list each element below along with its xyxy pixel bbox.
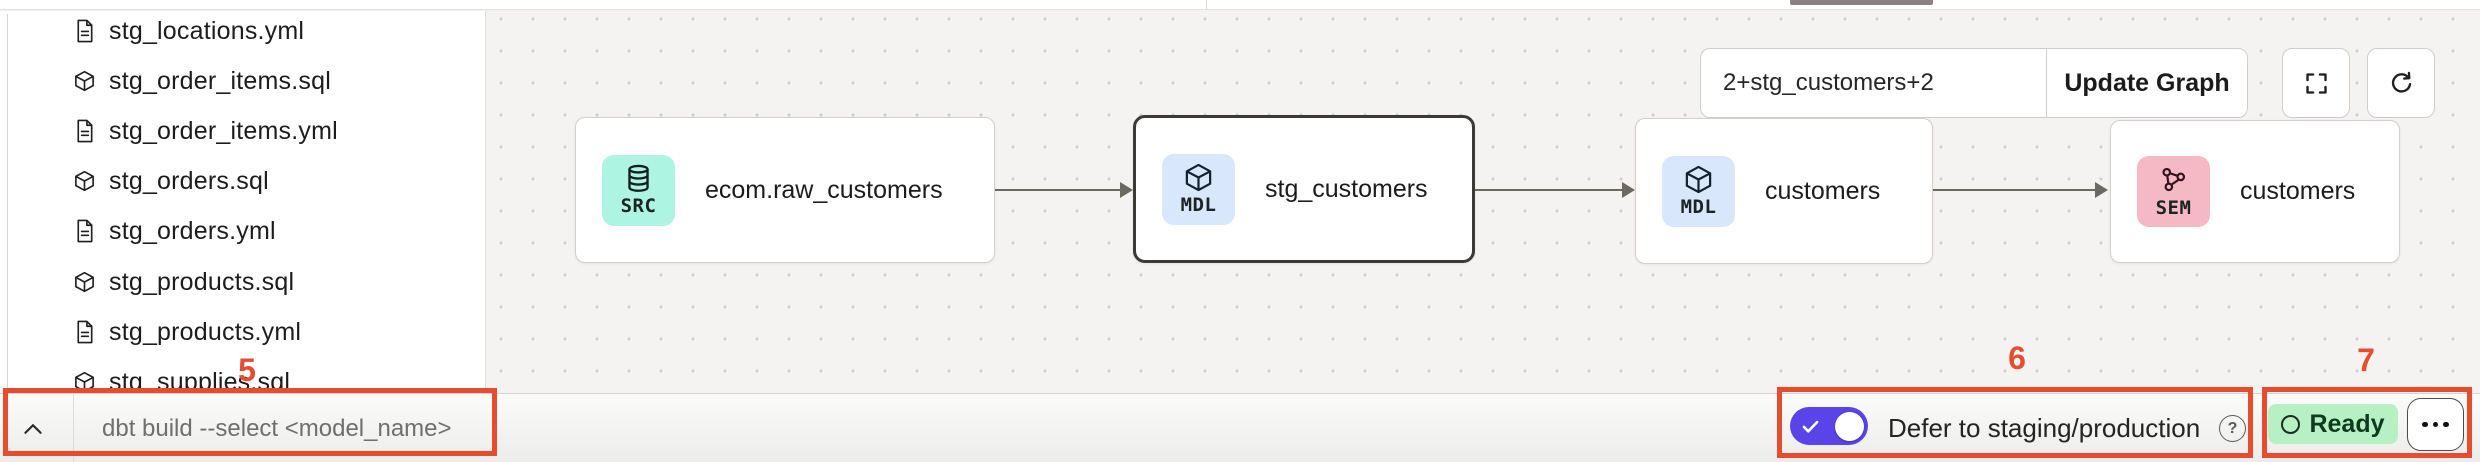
refresh-icon [2391, 71, 2411, 93]
lineage-node-source-raw-customers[interactable]: SRC ecom.raw_customers [575, 117, 995, 263]
file-name: stg_orders.yml [109, 216, 276, 245]
cube-icon [75, 371, 94, 393]
file-row-stg-order-items-sql[interactable]: stg_order_items.sql [0, 56, 485, 106]
file-row-stg-orders-yml[interactable]: stg_orders.yml [0, 206, 485, 256]
command-bar: Defer to staging/production ? Ready [0, 393, 2480, 462]
status-label: Ready [2309, 409, 2385, 438]
file-name: stg_locations.yml [109, 16, 305, 45]
lineage-node-stg-customers[interactable]: MDL stg_customers [1133, 115, 1475, 263]
top-toolbar-edge [0, 0, 2480, 10]
refresh-button[interactable] [2367, 48, 2435, 118]
help-glyph: ? [2227, 419, 2238, 437]
file-row-stg-products-sql[interactable]: stg_products.sql [0, 257, 485, 307]
file-name: stg_supplies.sql [109, 367, 291, 394]
node-label: customers [1765, 176, 1881, 205]
cube-icon [1685, 165, 1712, 194]
selector-input-wrap [1701, 49, 2046, 117]
fullscreen-icon [2305, 72, 2327, 94]
panel-left-edge [7, 14, 8, 393]
edge-arrowhead [1622, 181, 1635, 198]
ellipsis-icon [2422, 421, 2449, 428]
file-name: stg_order_items.sql [109, 66, 331, 95]
node-label: stg_customers [1265, 174, 1428, 203]
badge-label: SRC [620, 195, 657, 217]
file-row-stg-products-yml[interactable]: stg_products.yml [0, 307, 485, 357]
more-options-button[interactable] [2407, 398, 2464, 451]
cube-icon [1185, 163, 1212, 192]
file-name: stg_products.sql [109, 267, 295, 296]
file-name: stg_products.yml [109, 317, 302, 346]
command-bar-divider [73, 394, 74, 462]
document-icon [77, 19, 93, 43]
file-row-stg-supplies-sql[interactable]: stg_supplies.sql [0, 357, 485, 393]
file-row-stg-orders-sql[interactable]: stg_orders.sql [0, 156, 485, 206]
source-badge: SRC [602, 154, 675, 226]
badge-label: MDL [1180, 194, 1217, 216]
dbt-command-input[interactable] [102, 414, 1002, 443]
database-icon [628, 164, 649, 192]
badge-label: SEM [2155, 196, 2192, 219]
lineage-selector-input[interactable] [1723, 69, 2046, 97]
active-tab-indicator [1790, 0, 1933, 5]
document-icon [77, 219, 93, 243]
lineage-selector-group: Update Graph [1700, 48, 2248, 118]
document-icon [77, 320, 93, 344]
toggle-knob [1835, 411, 1864, 441]
edge-arrowhead [2095, 181, 2108, 198]
edge-customers-to-sem [1933, 189, 2096, 191]
cube-icon [75, 70, 94, 92]
circle-icon [2281, 414, 2301, 434]
edge-stg-to-customers [1475, 189, 1624, 191]
badge-label: MDL [1680, 196, 1717, 218]
file-row-stg-locations-yml[interactable]: stg_locations.yml [0, 11, 485, 56]
file-tree-panel: stg_locations.yml stg_order_items.sql st… [0, 11, 486, 393]
check-icon [1802, 420, 1819, 433]
node-label: customers [2240, 177, 2356, 205]
command-input-wrap [102, 394, 1002, 462]
semantic-model-icon [2162, 167, 2186, 191]
file-row-stg-order-items-yml[interactable]: stg_order_items.yml [0, 106, 485, 156]
edge-src-to-stg [995, 189, 1122, 191]
fullscreen-button[interactable] [2282, 48, 2350, 118]
defer-toggle-label: Defer to staging/production [1888, 413, 2201, 443]
update-graph-button[interactable]: Update Graph [2047, 49, 2247, 117]
chevron-up-icon [24, 424, 42, 434]
file-name: stg_order_items.yml [109, 116, 338, 145]
lineage-node-customers-semantic[interactable]: SEM customers [2110, 120, 2400, 263]
node-label: ecom.raw_customers [705, 175, 943, 204]
top-strip-divider [1206, 0, 1207, 10]
status-badge[interactable]: Ready [2268, 404, 2398, 444]
defer-toggle[interactable] [1790, 407, 1868, 445]
selector-divider [2046, 49, 2047, 117]
model-badge: MDL [1662, 155, 1735, 227]
model-badge: MDL [1162, 153, 1235, 225]
edge-arrowhead [1120, 181, 1133, 198]
cube-icon [75, 271, 94, 293]
document-icon [77, 119, 93, 143]
semantic-badge: SEM [2137, 156, 2210, 227]
cube-icon [75, 170, 94, 192]
lineage-node-customers-model[interactable]: MDL customers [1635, 118, 1933, 264]
collapse-panel-button[interactable] [18, 414, 48, 444]
file-name: stg_orders.sql [109, 166, 269, 195]
help-icon[interactable]: ? [2219, 415, 2246, 442]
